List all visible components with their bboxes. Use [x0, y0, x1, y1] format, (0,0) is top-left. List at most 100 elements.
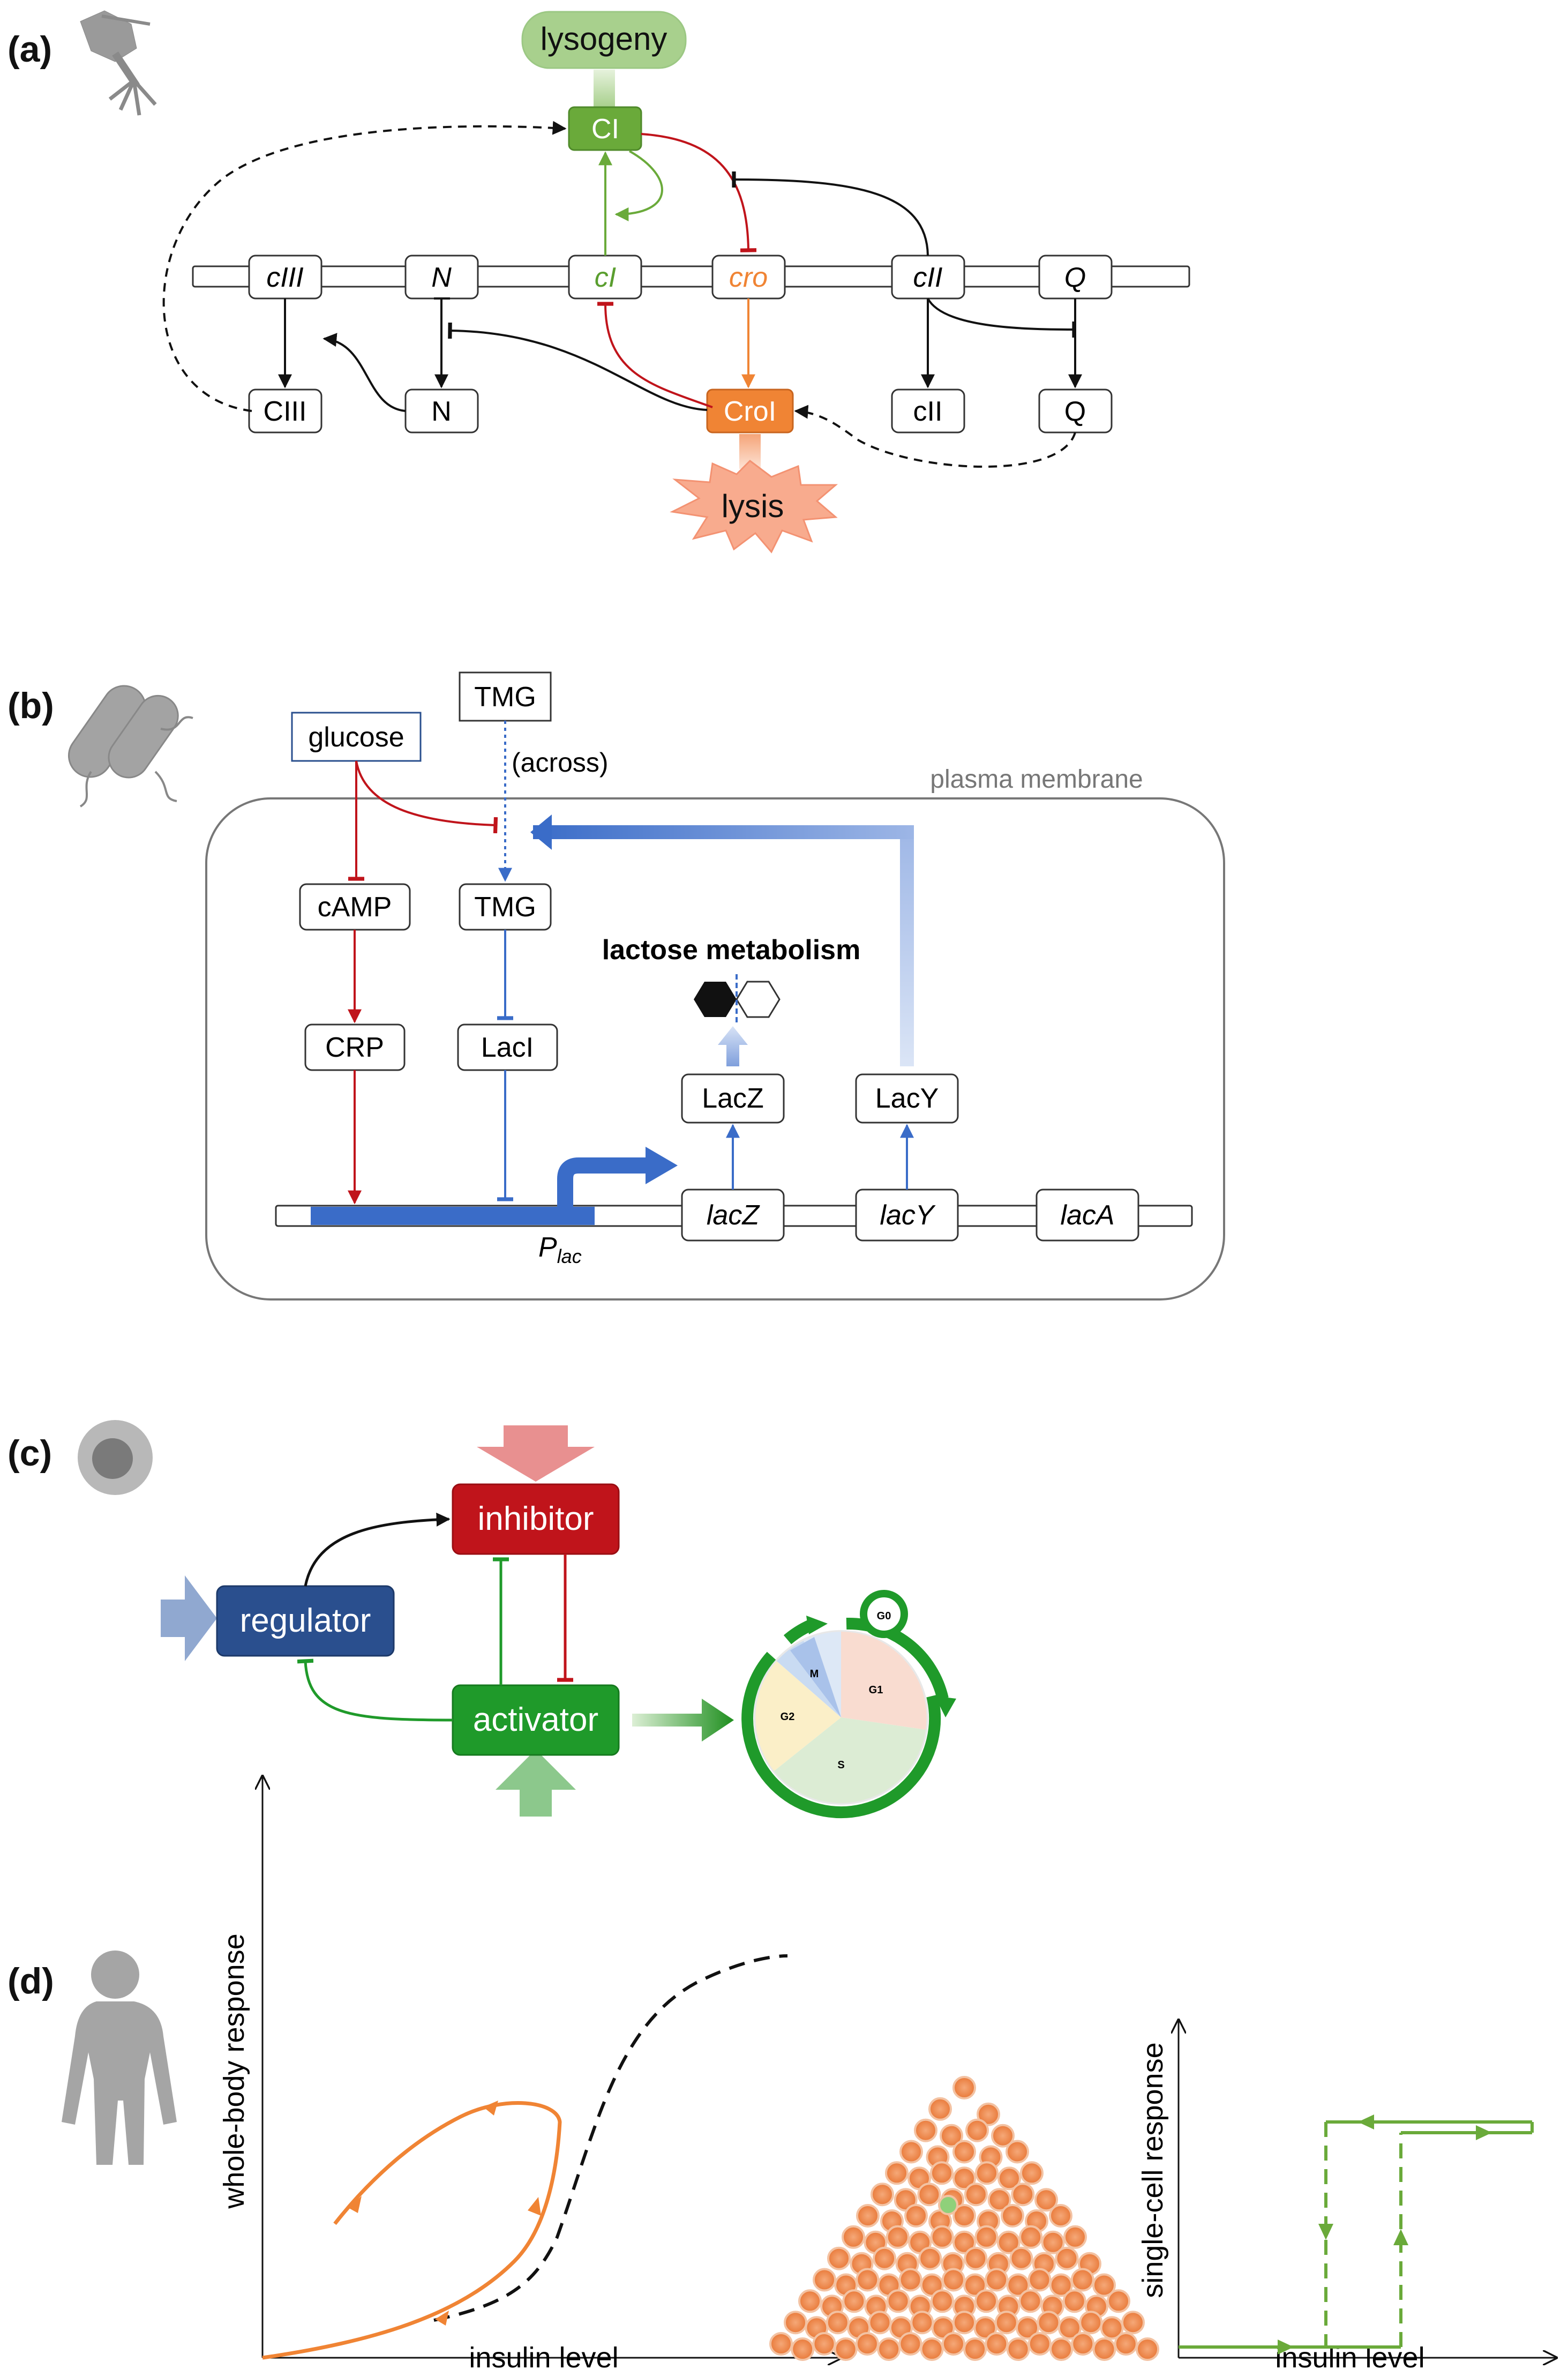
cell-dot [1001, 2204, 1024, 2228]
svg-text:TMG: TMG [474, 892, 536, 923]
svg-text:Q: Q [1064, 396, 1086, 427]
cell-dot [873, 2246, 897, 2270]
cell-dot [964, 2246, 988, 2270]
svg-text:G1: G1 [869, 1684, 883, 1696]
cell-dot [985, 2332, 1009, 2356]
svg-text:lacY: lacY [880, 1200, 935, 1231]
cell-dot [918, 2246, 942, 2270]
gene-box-cI: cI [568, 255, 642, 300]
protein-CI: CI [568, 106, 642, 151]
human-icon [62, 1950, 177, 2165]
cell-dot [991, 2124, 1015, 2148]
lysogeny-outcome: lysogeny [521, 11, 687, 69]
cell-dot [1092, 2337, 1116, 2361]
protein-N: N [404, 388, 479, 434]
panel-d-label: (d) [7, 1961, 54, 2001]
cell-dot [941, 2332, 965, 2356]
cell-dot [868, 2311, 892, 2335]
cell-dot [826, 2311, 850, 2335]
lacy-gene-box: lacY [855, 1189, 959, 1242]
cell-dot [964, 2183, 988, 2207]
svg-text:lacA: lacA [1060, 1200, 1114, 1231]
svg-text:cro: cro [729, 262, 768, 293]
cell-dot [1006, 2140, 1029, 2164]
panel-a-edges [162, 121, 1082, 468]
transcription-arrowhead [646, 1147, 678, 1184]
panel-c-edges [297, 1512, 573, 1722]
cell-dot [996, 2230, 1021, 2254]
svg-text:cII: cII [913, 262, 943, 293]
inhibitor-input-arrow [477, 1425, 595, 1482]
cell-cycle-wheel: G0 M G1 G2 S [741, 1590, 956, 1819]
cell-dot [791, 2337, 815, 2361]
crp-box: CRP [304, 1023, 406, 1071]
svg-text:CIII: CIII [264, 396, 307, 427]
gene-box-cro: cro [711, 255, 786, 300]
svg-text:lacZ: lacZ [707, 1200, 760, 1231]
cell-dot [910, 2311, 934, 2335]
cell-dot [975, 2161, 999, 2185]
camp-box: cAMP [299, 883, 411, 931]
svg-text:S: S [837, 1759, 844, 1771]
cell-dot [952, 2230, 976, 2254]
glucose-box: glucose [291, 712, 422, 762]
cell-dot [769, 2332, 793, 2356]
plac-label: Plac [538, 1232, 582, 1267]
cell-dot [827, 2246, 851, 2270]
gene-box-cII: cII [891, 255, 965, 300]
cell-dot [952, 2076, 976, 2099]
cell-dot [842, 2225, 865, 2249]
cell-dot [877, 2337, 901, 2361]
cell-dot [940, 2124, 963, 2148]
cell-dot [798, 2289, 822, 2313]
svg-text:TMG: TMG [474, 682, 536, 713]
activator-output-arrow [632, 1699, 734, 1742]
cell-dot [1049, 2204, 1072, 2228]
cell-dot [886, 2225, 910, 2249]
cell-dot [812, 2332, 836, 2356]
svg-text:G2: G2 [781, 1711, 795, 1723]
svg-text:cAMP: cAMP [318, 892, 392, 923]
protein-CIII: CIII [248, 388, 322, 434]
svg-text:M: M [810, 1668, 819, 1680]
cell-dot [987, 2188, 1011, 2212]
cell-dot [1114, 2332, 1138, 2356]
cell-dot [977, 2102, 1000, 2126]
svg-text:cII: cII [913, 396, 943, 427]
laca-gene-box: lacA [1036, 1189, 1139, 1242]
svg-text:regulator: regulator [240, 1602, 371, 1639]
regulator-input-arrow [161, 1575, 217, 1661]
lysis-outcome: lysis [670, 460, 838, 554]
svg-text:LacI: LacI [481, 1032, 534, 1063]
lacz-protein-box: LacZ [681, 1073, 785, 1124]
protein-Cro: CroI [706, 388, 794, 434]
cell-dot [963, 2337, 987, 2361]
cell-dot [930, 2161, 954, 2185]
cell-dot [952, 2140, 976, 2164]
cell-dot [1079, 2311, 1103, 2335]
cell-dot [1034, 2188, 1058, 2212]
svg-text:whole-body response: whole-body response [218, 1933, 250, 2209]
cell-dot [930, 2225, 954, 2249]
svg-text:Q: Q [1064, 262, 1086, 293]
cell-dot [1020, 2161, 1044, 2185]
lacy-protein-box: LacY [855, 1073, 959, 1124]
svg-text:CroI: CroI [724, 396, 776, 427]
cell-dot [952, 2166, 976, 2191]
cell-dot [974, 2225, 999, 2249]
lactose-metabolism-label: lactose metabolism [602, 935, 861, 966]
cell-dot [885, 2161, 909, 2185]
cell-dot [920, 2337, 944, 2361]
cell-dot [1107, 2289, 1130, 2313]
svg-text:cI: cI [595, 262, 616, 293]
cell-dot [898, 2268, 922, 2292]
cell-dot [963, 2273, 987, 2297]
svg-text:N: N [431, 262, 452, 293]
cell-dot [886, 2289, 910, 2313]
cell-dot [994, 2311, 1018, 2335]
cell-dot [1006, 2273, 1030, 2297]
cell-dot [871, 2183, 894, 2207]
cell-dot [1063, 2225, 1087, 2249]
plac-promoter [311, 1207, 595, 1225]
lactose-hexagons-icon [694, 974, 781, 1025]
